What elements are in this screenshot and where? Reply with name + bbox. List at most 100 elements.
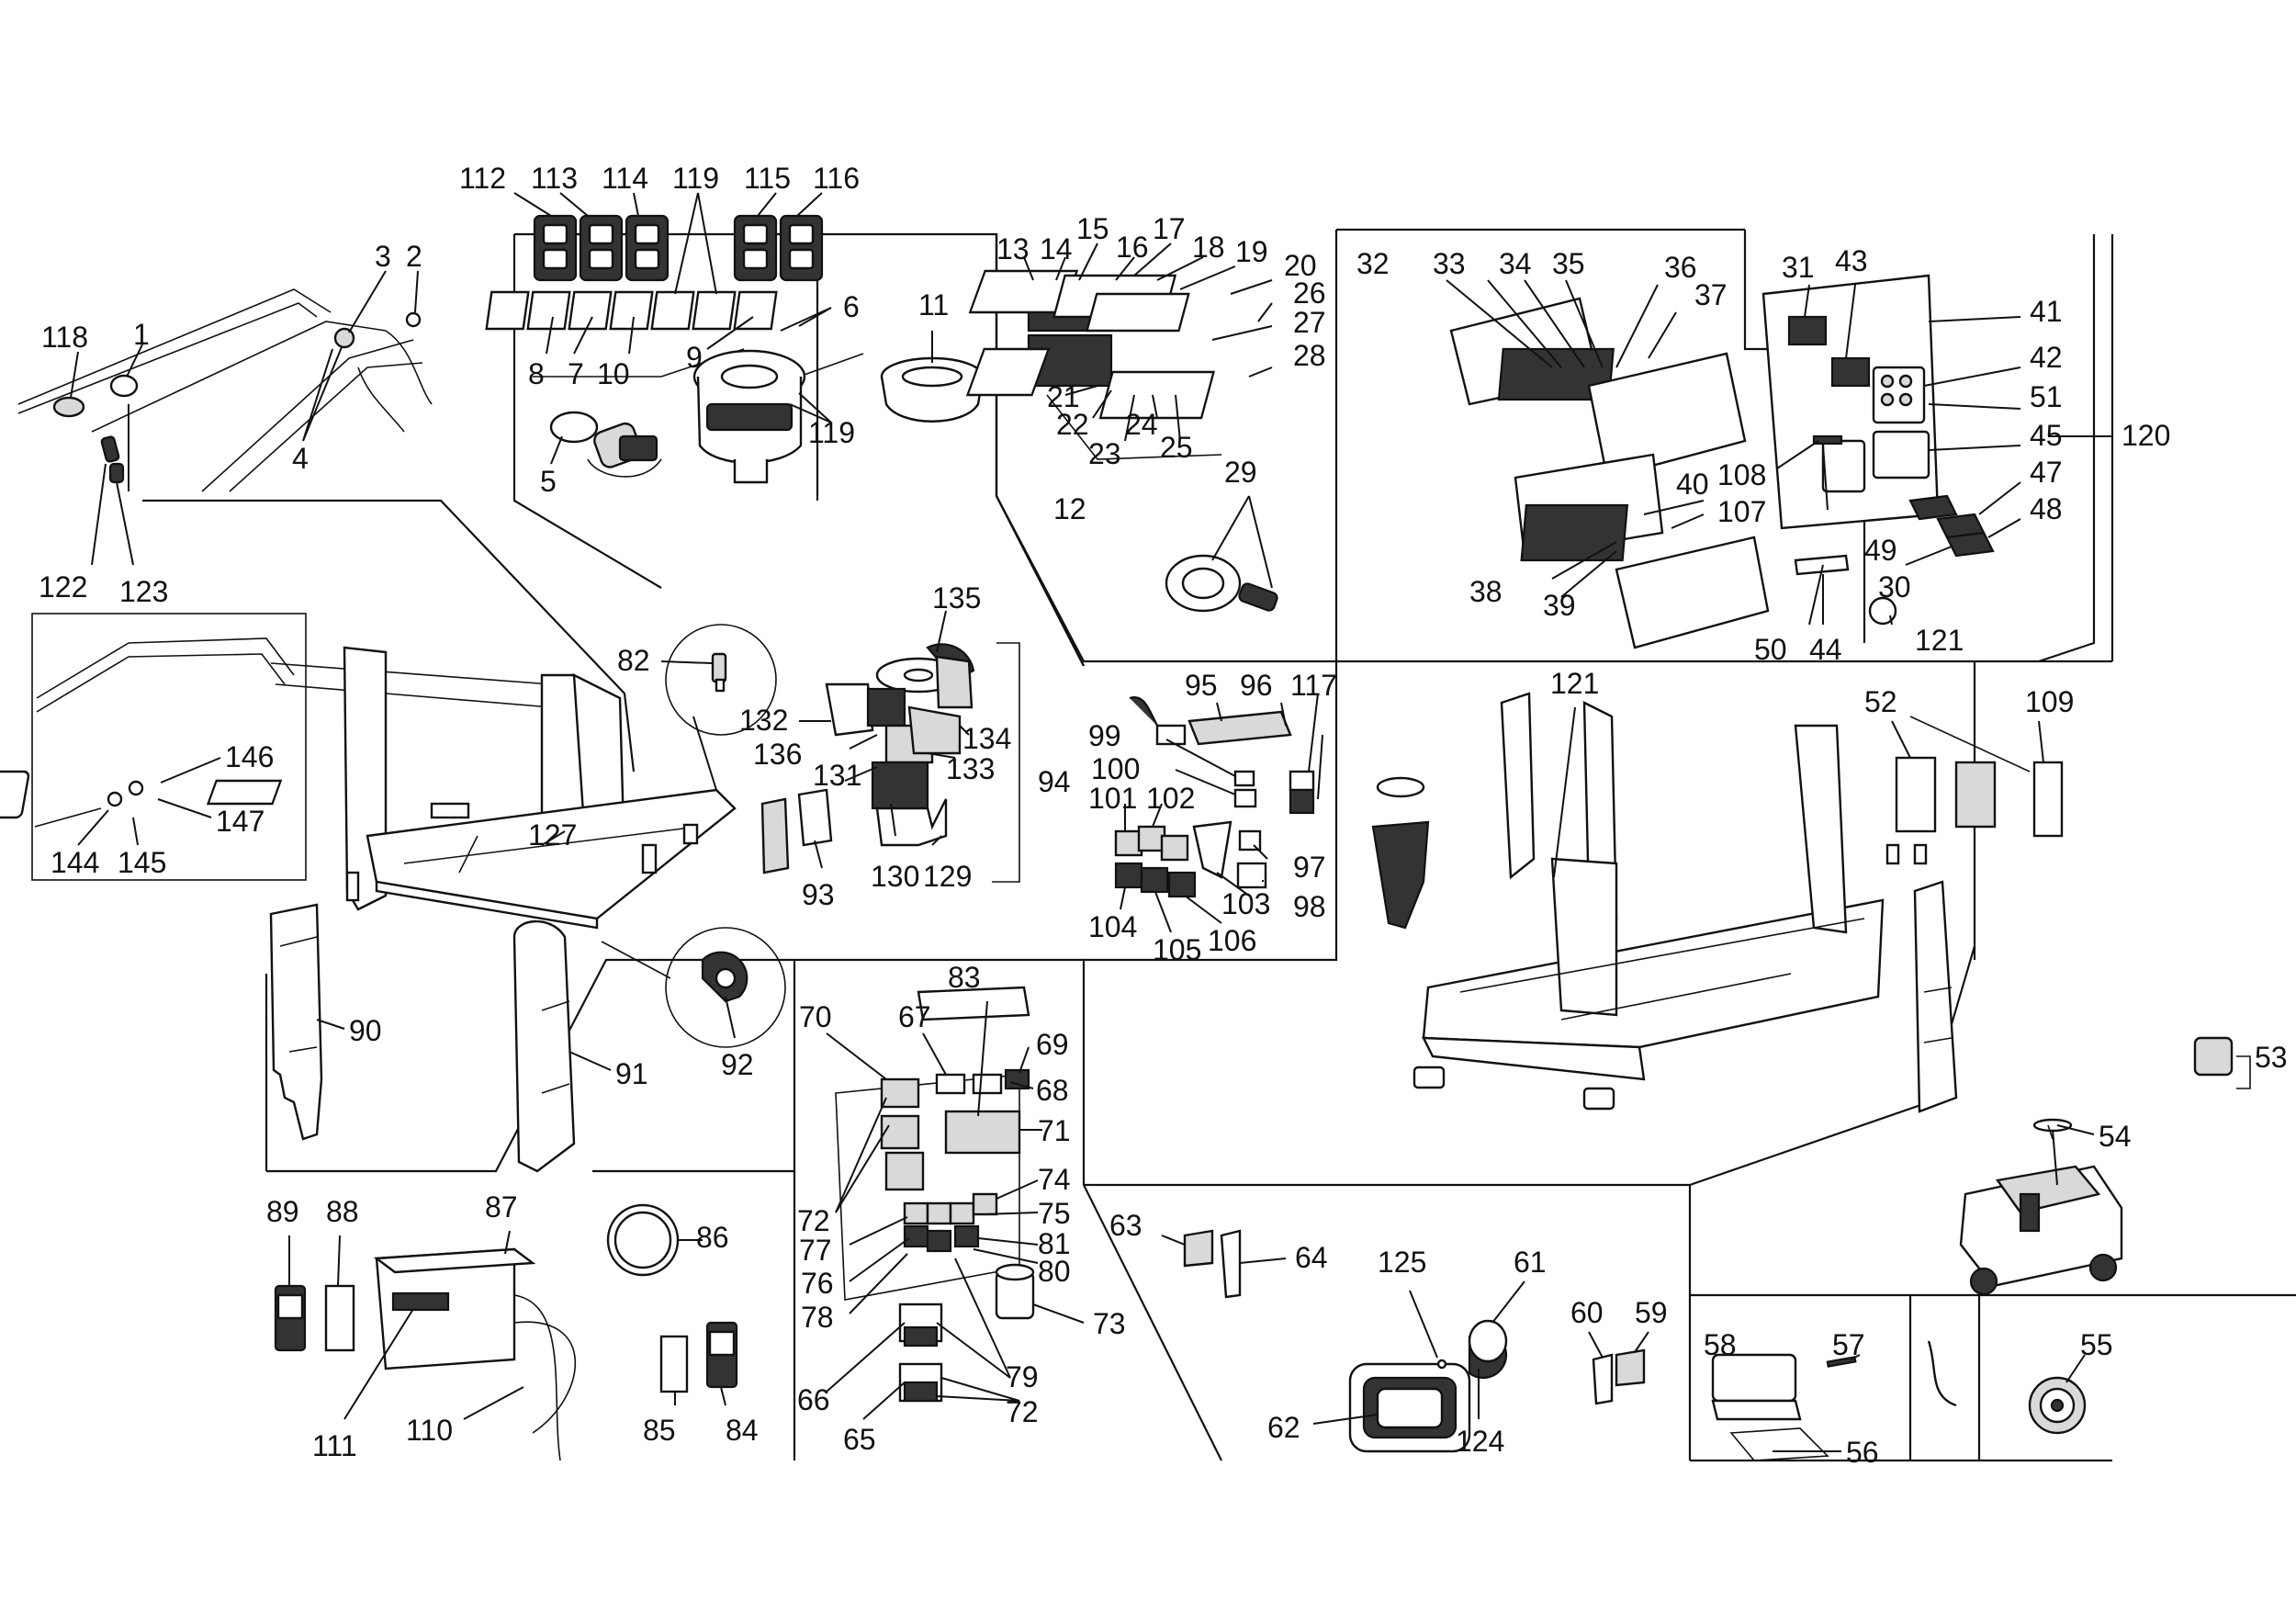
callout-103: 103 (1221, 887, 1270, 920)
callout-25: 25 (1160, 431, 1193, 464)
callout-51: 51 (2030, 380, 2063, 413)
callout-135: 135 (932, 581, 981, 615)
callout-23: 23 (1088, 437, 1121, 470)
callout-116: 116 (813, 162, 860, 195)
callout-14: 14 (1040, 232, 1073, 265)
callout-67: 67 (898, 1000, 931, 1033)
callout-112: 112 (459, 162, 506, 195)
callout-71: 71 (1038, 1114, 1071, 1147)
callout-82: 82 (617, 644, 650, 677)
callout-27: 27 (1293, 306, 1326, 339)
callout-17: 17 (1153, 212, 1186, 245)
callout-108: 108 (1717, 458, 1766, 491)
callout-56: 56 (1846, 1436, 1879, 1469)
callout-24: 24 (1125, 408, 1158, 441)
callout-118: 118 (41, 321, 88, 354)
callout-97: 97 (1293, 851, 1326, 884)
right-chassis-frame (1371, 692, 1958, 1113)
callout-109: 109 (2025, 685, 2074, 718)
callout-88: 88 (326, 1195, 359, 1228)
knob-icon (52, 396, 85, 418)
callout-144: 144 (51, 846, 99, 879)
callout-44: 44 (1809, 633, 1842, 666)
callout-63: 63 (1109, 1209, 1142, 1242)
callout-78: 78 (801, 1301, 834, 1334)
callout-79: 79 (1006, 1360, 1039, 1393)
callout-10: 10 (597, 357, 630, 390)
parts-52-109 (1885, 716, 2064, 865)
callout-147: 147 (216, 805, 264, 838)
callout-107: 107 (1717, 495, 1766, 528)
callout-89: 89 (266, 1195, 299, 1228)
callout-85: 85 (643, 1414, 676, 1447)
callout-9: 9 (686, 341, 703, 374)
callout-86: 86 (696, 1221, 729, 1254)
callout-52: 52 (1864, 685, 1897, 718)
detail-circle-82 (660, 624, 777, 736)
callout-131: 131 (813, 759, 861, 792)
callout-113: 113 (531, 162, 578, 195)
callout-132: 132 (739, 704, 788, 737)
callout-47: 47 (2030, 456, 2063, 489)
callout-121-b: 121 (1550, 667, 1599, 700)
callout-45: 45 (2030, 419, 2063, 452)
control-module-assembly (1446, 274, 2112, 649)
callout-84: 84 (726, 1414, 759, 1447)
callout-114: 114 (602, 162, 648, 195)
callout-73: 73 (1093, 1307, 1126, 1340)
inset-detail-144-147 (0, 613, 552, 881)
callout-110: 110 (406, 1414, 453, 1447)
callout-123: 123 (119, 575, 168, 608)
callout-119-b: 119 (808, 416, 855, 449)
callout-90: 90 (349, 1014, 382, 1047)
callout-99: 99 (1088, 719, 1121, 752)
callout-labels: 1 2 3 4 5 6 7 8 9 10 11 12 13 14 15 16 1… (39, 162, 2288, 1469)
callout-72-a: 72 (797, 1204, 830, 1237)
callout-117: 117 (1290, 669, 1337, 702)
callout-37: 37 (1694, 278, 1728, 311)
callout-8: 8 (528, 357, 545, 390)
callout-3: 3 (375, 240, 391, 273)
beacon-and-machine (1959, 1036, 2251, 1296)
parts-84-111 (274, 1203, 738, 1461)
callout-121-a: 121 (1915, 624, 1964, 657)
parts-55-58 (1711, 1340, 2087, 1461)
callout-98: 98 (1293, 890, 1326, 923)
left-chassis-frame (206, 646, 737, 930)
callout-75: 75 (1038, 1197, 1071, 1230)
callout-13: 13 (996, 232, 1030, 265)
callout-95: 95 (1185, 669, 1218, 702)
side-panels-90-91 (269, 903, 612, 1173)
callout-91: 91 (615, 1057, 648, 1090)
callout-125: 125 (1378, 1246, 1426, 1279)
relay-group-95-106 (1114, 693, 1323, 933)
callout-64: 64 (1295, 1241, 1328, 1274)
callout-81: 81 (1038, 1227, 1071, 1260)
callout-22: 22 (1056, 408, 1089, 441)
parts-59-64 (1161, 1229, 1649, 1453)
fuse-box-assembly (965, 242, 1278, 613)
callout-80: 80 (1038, 1255, 1071, 1288)
callout-49: 49 (1864, 534, 1897, 567)
callout-1: 1 (133, 318, 150, 351)
callout-59: 59 (1635, 1296, 1668, 1329)
callout-5: 5 (540, 465, 557, 498)
callout-30: 30 (1878, 570, 1911, 603)
callout-55: 55 (2080, 1328, 2113, 1361)
callout-77: 77 (799, 1234, 832, 1267)
callout-122: 122 (39, 570, 87, 603)
callout-57: 57 (1832, 1328, 1865, 1361)
callout-28: 28 (1293, 339, 1326, 372)
callout-70: 70 (799, 1000, 832, 1033)
callout-19: 19 (1235, 235, 1268, 268)
callout-124: 124 (1456, 1425, 1504, 1458)
callout-133: 133 (946, 752, 995, 785)
callout-104: 104 (1088, 910, 1137, 943)
steering-column-assembly (799, 610, 1020, 883)
callout-74: 74 (1038, 1163, 1071, 1196)
callout-31: 31 (1782, 251, 1815, 284)
callout-146: 146 (225, 740, 274, 773)
callout-54: 54 (2099, 1120, 2132, 1153)
callout-66: 66 (797, 1383, 830, 1416)
callout-40: 40 (1676, 468, 1709, 501)
